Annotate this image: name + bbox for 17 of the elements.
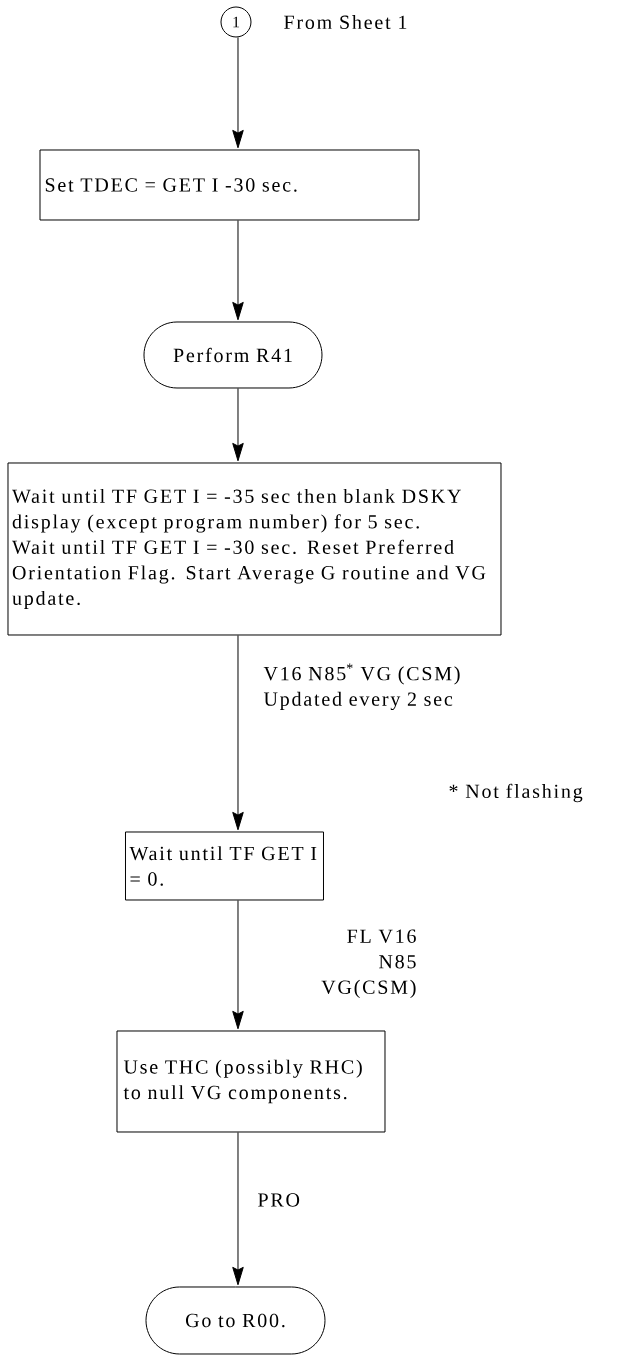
edge-label: V16 N85$^{*}$ VG (CSM) Updated every 2 sec <box>263 663 460 710</box>
edge-label: FL V16 N85 VG(CSM) <box>321 929 416 998</box>
arrow <box>232 635 244 831</box>
arrow <box>232 220 244 321</box>
process-box: Wait until TF GET I = 0. <box>125 831 324 901</box>
terminal-box: Perform R41 <box>143 321 323 389</box>
arrow <box>232 1132 244 1286</box>
footnote: * Not flashing <box>449 783 583 803</box>
process-box: Set TDEC = GET I -30 sec. <box>39 149 420 221</box>
note-text: From Sheet 1 <box>284 14 407 30</box>
process-box: Use THC (possibly RHC) to null VG components. <box>116 1030 386 1133</box>
arrow <box>232 900 244 1030</box>
arrow <box>232 388 244 462</box>
process-box: Wait until TF GET I = -35 sec then blank DSKY display (except program number) for 5 sec. Wait until TF GET I = -30 sec. Reset Preferred Orientation Flag. Start Average G routine and VG update. <box>7 462 502 636</box>
edge-label: PRO <box>258 1193 300 1207</box>
terminal-box: Go to R00. <box>145 1286 326 1355</box>
arrow <box>232 37 244 149</box>
